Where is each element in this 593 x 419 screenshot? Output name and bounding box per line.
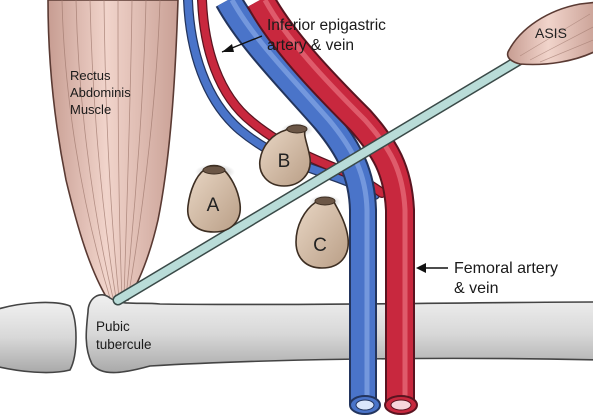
femoral-label-line1: Femoral artery bbox=[454, 260, 558, 277]
femoral-artery bbox=[246, 0, 418, 415]
pubic-tubercle-label-line2: tubercule bbox=[96, 337, 152, 352]
hernia-a-label: A bbox=[207, 195, 220, 216]
pubic-bone bbox=[0, 294, 593, 374]
hernia-sac-a: A bbox=[187, 164, 241, 233]
hernia-b-label: B bbox=[278, 151, 291, 172]
inferior-epigastric-label-line1: Inferior epigastric bbox=[267, 17, 386, 34]
rectus-label-line1: Rectus bbox=[70, 68, 111, 83]
femoral-label-line2: & vein bbox=[454, 280, 498, 297]
femoral-vein bbox=[215, 0, 381, 415]
rectus-label-line3: Muscle bbox=[70, 102, 111, 117]
asis-bone bbox=[506, 1, 593, 66]
hernia-sac-b: B bbox=[259, 123, 313, 187]
rectus-label-line2: Abdominis bbox=[70, 85, 131, 100]
inferior-epigastric-arrow bbox=[221, 35, 263, 53]
inferior-epigastric-label-line2: artery & vein bbox=[267, 37, 354, 54]
pubic-tubercle-label-line1: Pubic bbox=[96, 319, 130, 334]
asis-label: ASIS bbox=[535, 25, 567, 41]
femoral-arrow bbox=[416, 263, 448, 273]
rectus-abdominis-muscle bbox=[47, 0, 179, 301]
hernia-sac-c: C bbox=[295, 195, 349, 269]
hernia-c-label: C bbox=[313, 235, 327, 256]
